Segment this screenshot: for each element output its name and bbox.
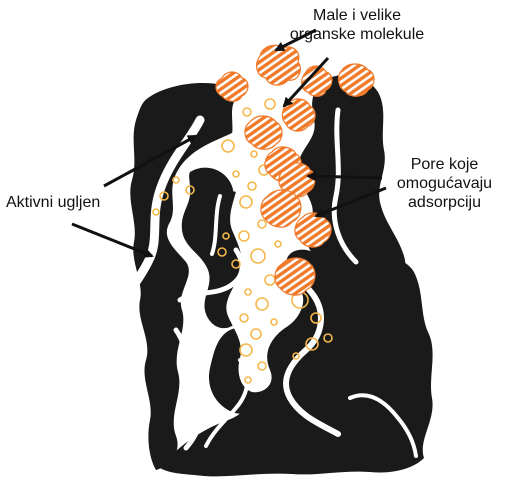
striped-blob-icon [257, 45, 301, 85]
ring-icon [173, 177, 179, 183]
label-line: adsorpciju [382, 193, 507, 212]
label-activated-carbon: Aktivni ugljen [6, 193, 116, 212]
pore-channel [176, 330, 201, 448]
label-line: organske molekule [262, 25, 452, 44]
label-line: omogućavaju [382, 174, 507, 193]
label-line: Aktivni ugljen [6, 193, 116, 212]
label-line: Pore koje [382, 155, 507, 174]
label-adsorption-pores: Pore koje omogućavaju adsorpciju [382, 155, 507, 212]
arrow-icon [308, 176, 382, 178]
label-organic-molecules: Male i velike organske molekule [262, 6, 452, 44]
label-line: Male i velike [262, 6, 452, 25]
